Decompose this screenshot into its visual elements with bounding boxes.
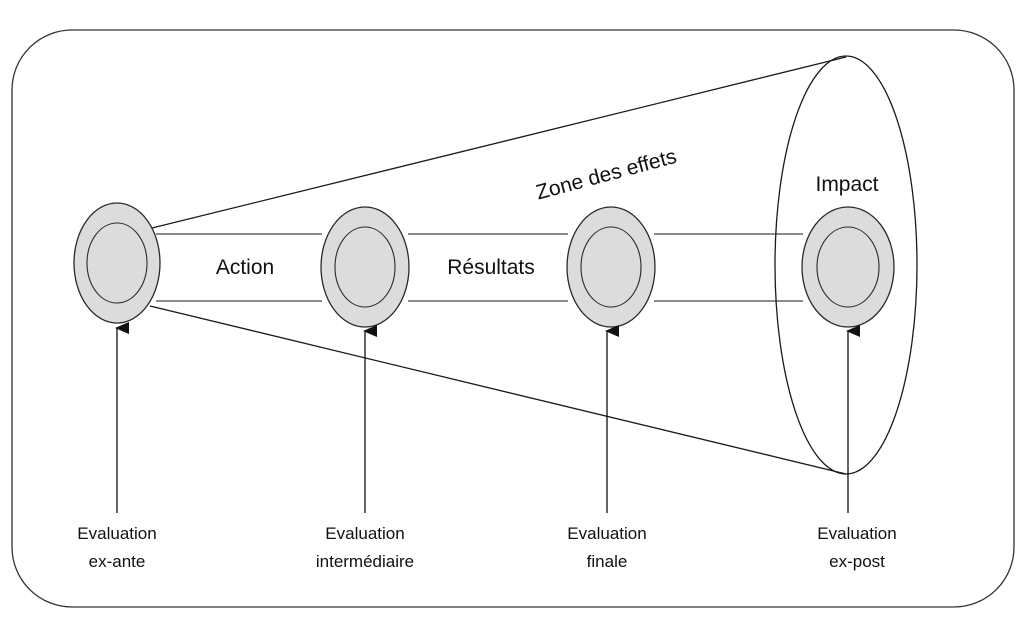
evaluation-intermediaire-line2: intermédiaire: [316, 552, 414, 571]
evaluation-ex-post-line1: Evaluation: [817, 524, 896, 543]
cone-top-edge: [151, 56, 847, 229]
evaluation-ex-ante-line1: Evaluation: [77, 524, 156, 543]
evaluation-finale-line1: Evaluation: [567, 524, 646, 543]
evaluation-ex-post-line2: ex-post: [829, 552, 885, 571]
impact-ellipse: [774, 55, 918, 475]
cone-bottom-edge: [149, 305, 847, 475]
diagram-frame: [11, 29, 1015, 608]
node-intermediaire: [320, 206, 410, 328]
resultats-label: Résultats: [447, 256, 535, 279]
evaluation-intermediaire-line1: Evaluation: [325, 524, 404, 543]
evaluation-finale-line2: finale: [587, 552, 628, 571]
zone-des-effets-label: Zone des effets: [534, 145, 679, 205]
node-ex-post: [801, 206, 895, 328]
node-ex-ante: [73, 202, 161, 324]
evaluation-ex-ante-line2: ex-ante: [89, 552, 146, 571]
action-label: Action: [216, 256, 274, 279]
impact-label: Impact: [815, 173, 878, 196]
node-finale: [566, 206, 656, 328]
